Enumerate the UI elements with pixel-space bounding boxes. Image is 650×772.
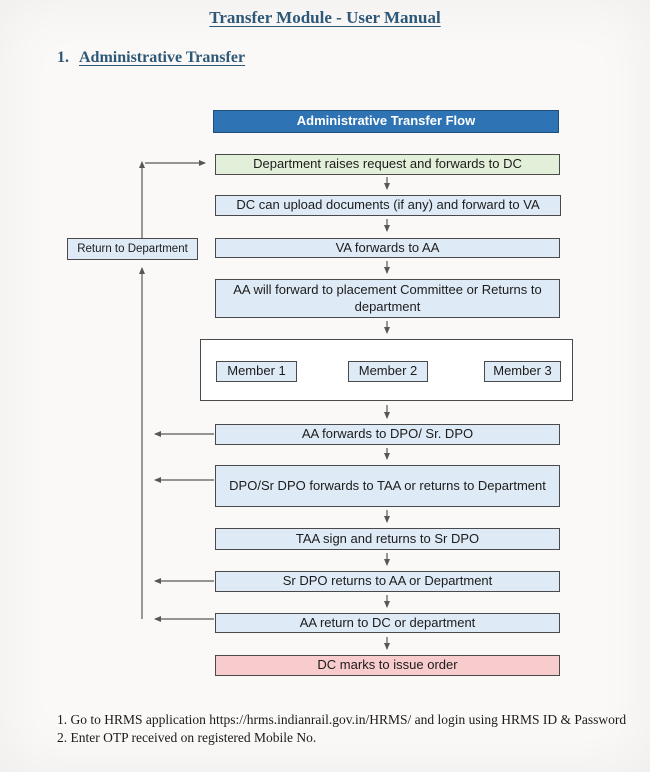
member-2-box: Member 2 xyxy=(348,361,428,382)
section-title: Administrative Transfer xyxy=(79,49,246,66)
node-aa-return-dc: AA return to DC or department xyxy=(215,613,560,633)
committee-members-group: Member 1 Member 2 Member 3 xyxy=(200,339,573,401)
instruction-2: 2. Enter OTP received on registered Mobi… xyxy=(57,729,317,745)
node-aa-forwards-dpo: AA forwards to DPO/ Sr. DPO xyxy=(215,424,560,445)
node-taa-sign: TAA sign and returns to Sr DPO xyxy=(215,528,560,550)
member-3-box: Member 3 xyxy=(484,361,561,382)
section-heading: 1. Administrative Transfer xyxy=(57,49,245,67)
node-srdpo-returns: Sr DPO returns to AA or Department xyxy=(215,571,560,592)
return-to-department-box: Return to Department xyxy=(67,238,198,260)
node-aa-committee: AA will forward to placement Committee o… xyxy=(215,279,560,318)
instruction-1: 1. Go to HRMS application https://hrms.i… xyxy=(57,712,627,727)
member-1-box: Member 1 xyxy=(216,361,297,382)
node-dpo-forwards-taa: DPO/Sr DPO forwards to TAA or returns to… xyxy=(215,465,560,507)
flow-title-bar: Administrative Transfer Flow xyxy=(213,110,559,133)
node-dc-upload: DC can upload documents (if any) and for… xyxy=(215,195,561,216)
page-title: Transfer Module - User Manual xyxy=(209,8,441,27)
section-number: 1. xyxy=(57,49,69,66)
node-va-forward: VA forwards to AA xyxy=(215,238,560,258)
instructions-list: 1. Go to HRMS application https://hrms.i… xyxy=(57,711,634,747)
node-dc-issue-order: DC marks to issue order xyxy=(215,655,560,676)
node-department-request: Department raises request and forwards t… xyxy=(215,154,560,175)
